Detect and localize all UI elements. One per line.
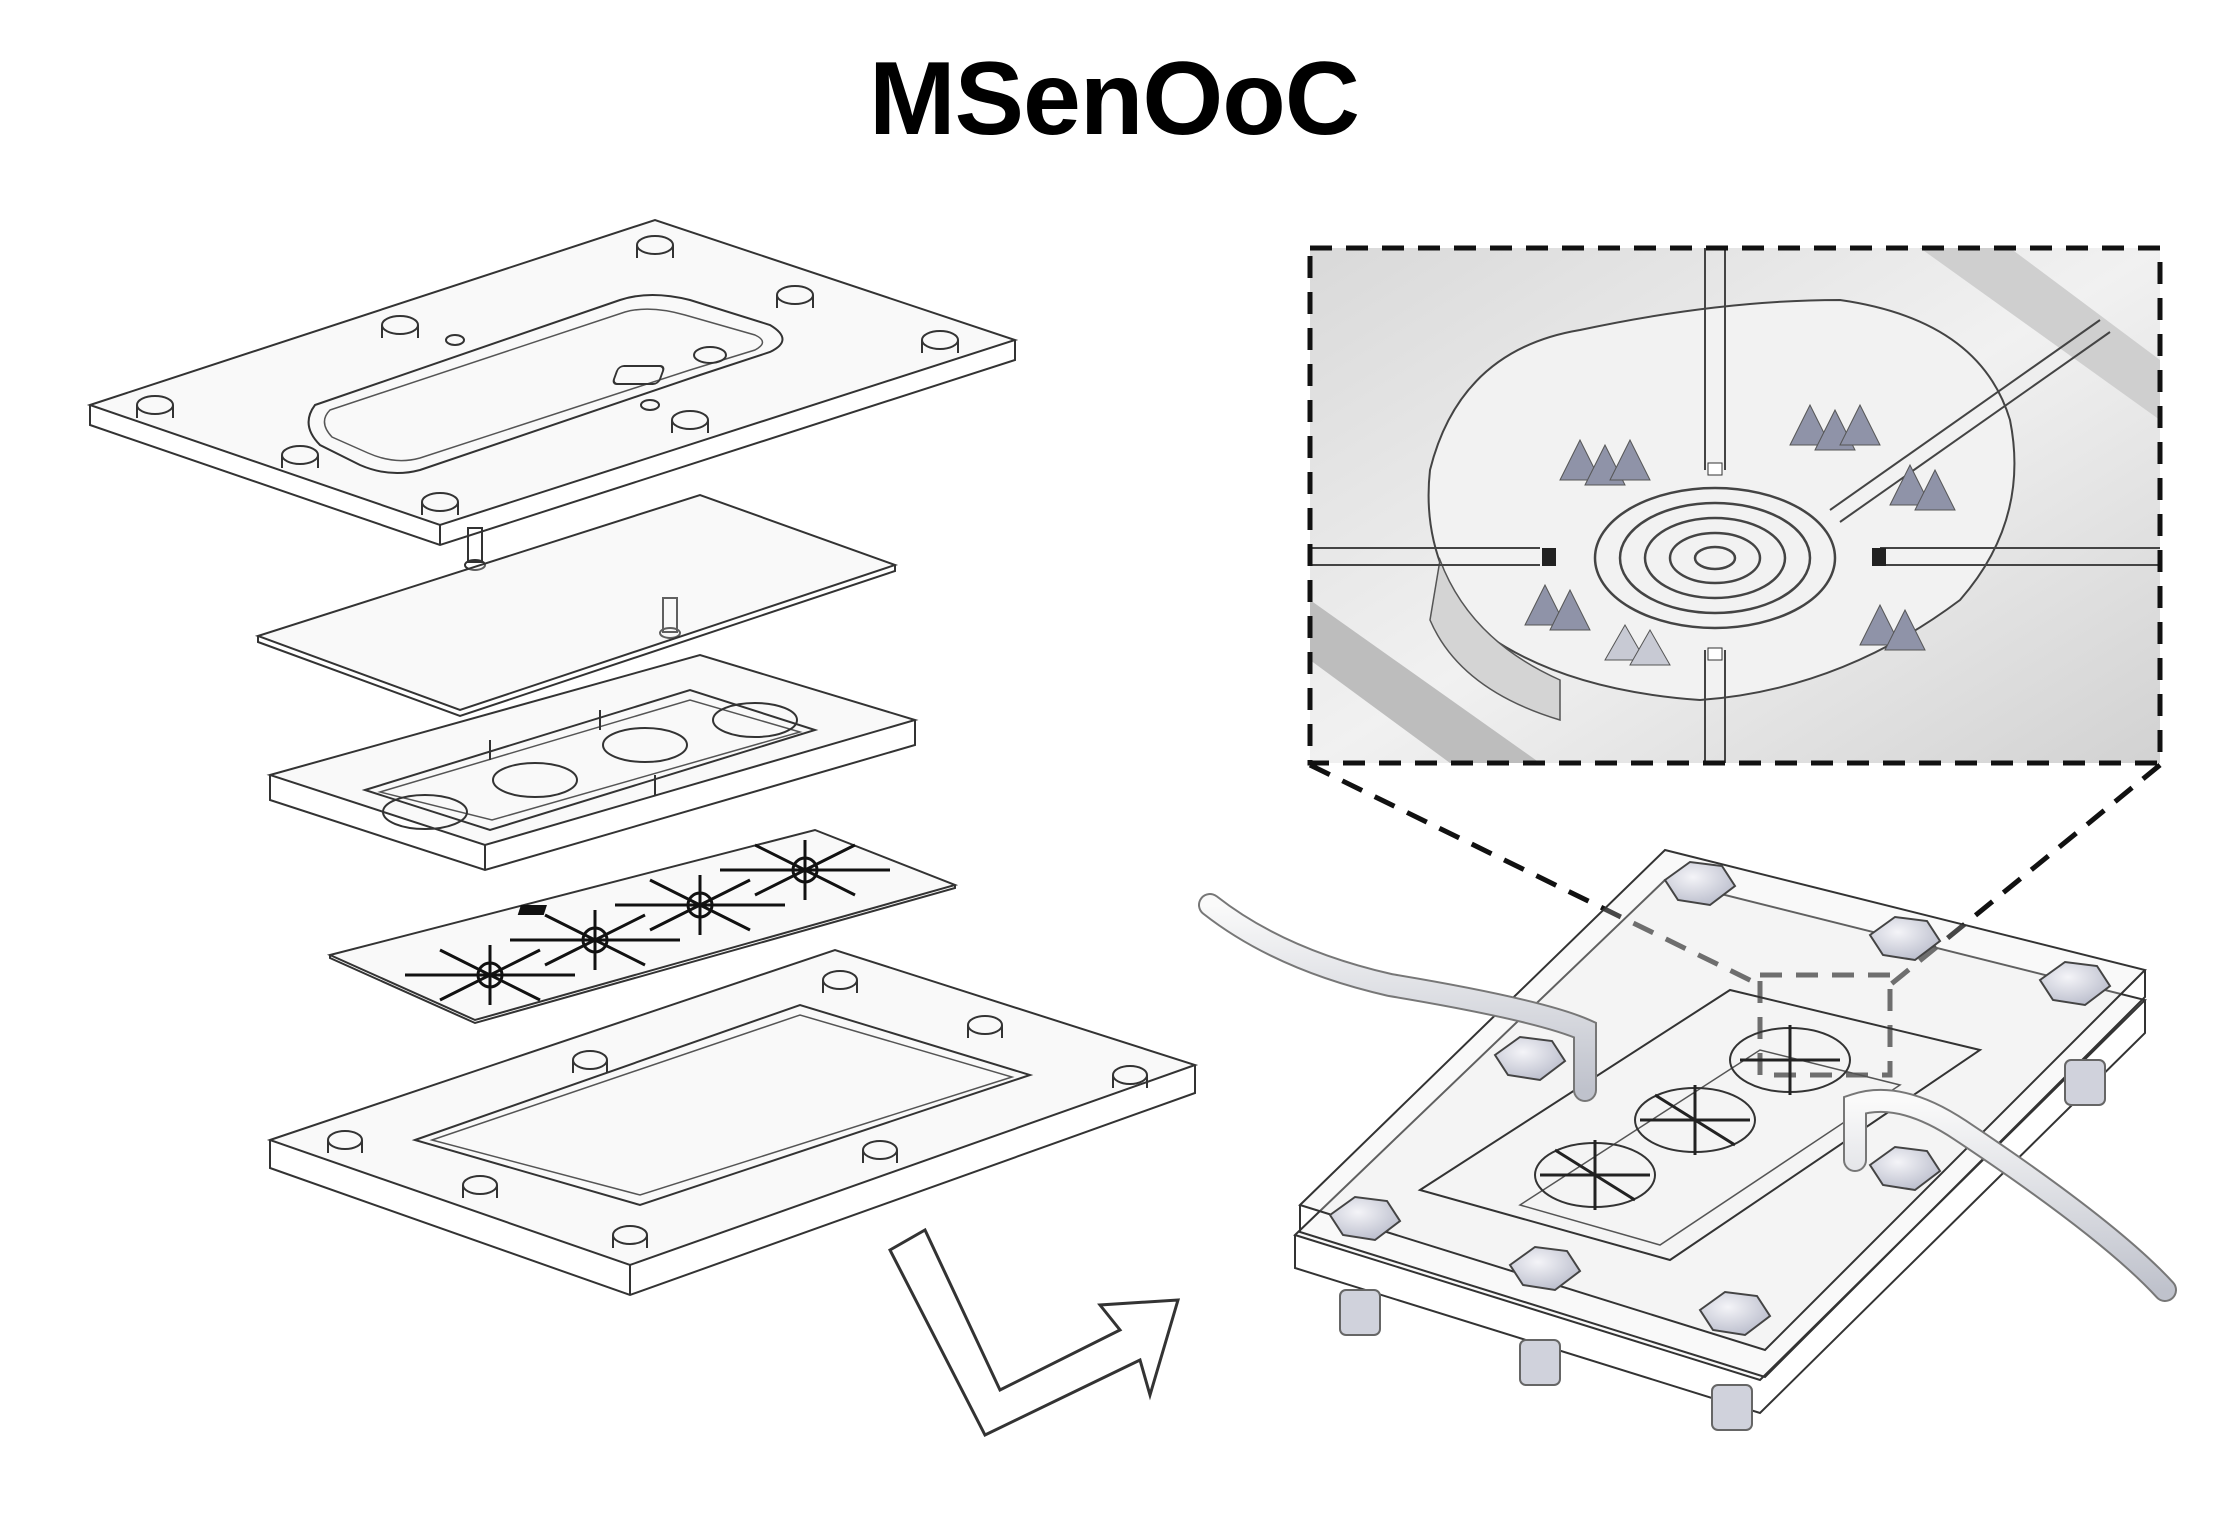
hex-bolts (1328, 860, 2112, 1337)
top-lid-plate (86, 218, 1019, 547)
bolt-threads (1339, 1059, 2106, 1431)
lid-holes (136, 235, 959, 515)
assembled-device (1198, 848, 2177, 1431)
bottom-frame (266, 948, 1199, 1297)
sensor-pattern-1 (405, 945, 575, 1005)
figure-title: MSenOoC (869, 41, 1360, 157)
frame-holes (327, 970, 1148, 1248)
assembly-arrow (888, 1227, 1181, 1437)
sensor-pattern-2 (510, 910, 680, 970)
channel-layer (266, 653, 919, 872)
exploded-assembly (86, 218, 1199, 1297)
chamber-detail (1307, 245, 2163, 766)
microneedle-arrays (1524, 403, 1956, 666)
spiral-electrode (1593, 486, 1837, 630)
connector-pins (464, 527, 681, 639)
assembled-sensors (1540, 1025, 1840, 1210)
electrode-layer (326, 828, 959, 1025)
sensor-pattern-3 (615, 875, 785, 935)
sensor-pattern-4 (720, 840, 890, 900)
